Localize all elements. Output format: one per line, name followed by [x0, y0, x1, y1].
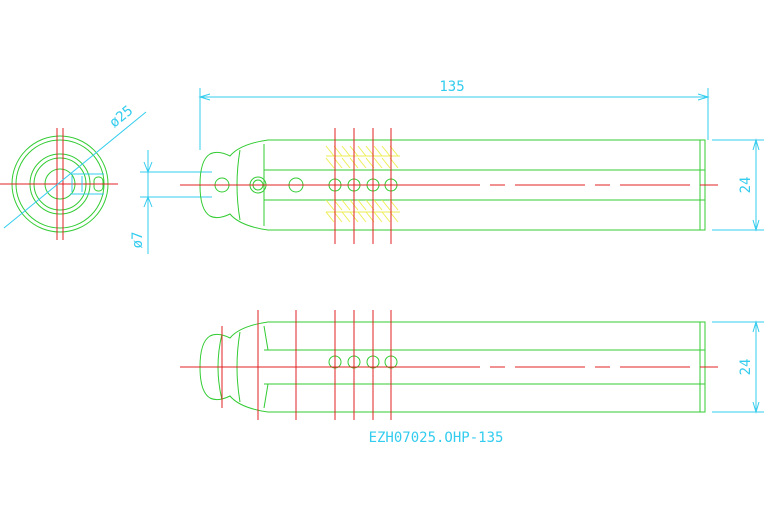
side-view-outline [199, 321, 706, 413]
top-view-height-label: 24 [738, 177, 754, 194]
side-view-centerlines [180, 310, 718, 420]
part-number-label: EZH07025.OHP-135 [369, 430, 504, 446]
end-view-centerlines [0, 128, 118, 240]
overall-length-label: 135 [439, 79, 464, 95]
side-view-shoulder-lines [263, 325, 269, 409]
side-view [199, 321, 706, 413]
top-view-hatching [325, 145, 400, 223]
top-view-outline [199, 139, 706, 231]
top-view-height-dim [712, 138, 764, 232]
diameter-outer-label: ø25 [107, 103, 137, 131]
diameter-hole-dim [140, 150, 212, 254]
top-view-centerlines [180, 128, 718, 244]
overall-length-dim [198, 88, 710, 150]
side-view-height-label: 24 [738, 359, 754, 376]
end-view-dim-lines [3, 111, 147, 229]
diameter-hole-label: ø7 [130, 232, 146, 249]
side-view-height-dim [712, 320, 764, 414]
